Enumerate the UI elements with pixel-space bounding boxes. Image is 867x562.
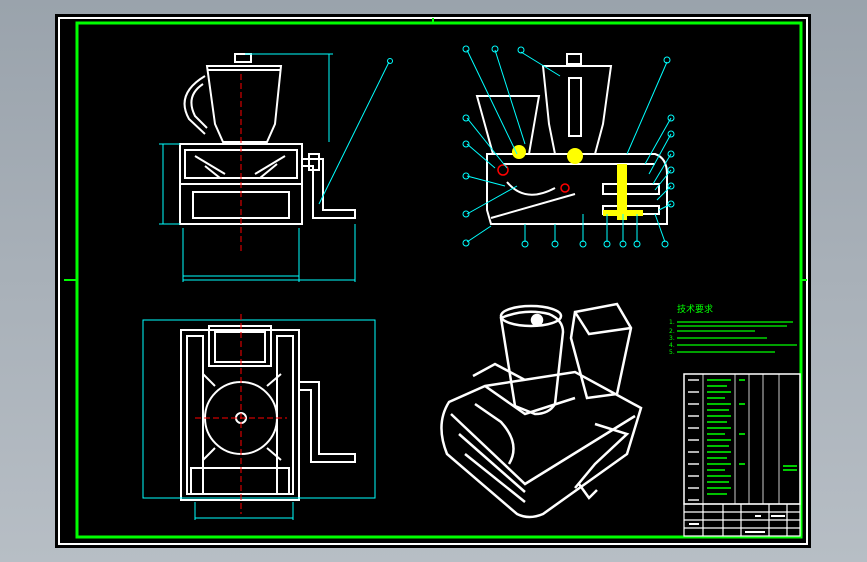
top-view: [180, 325, 356, 501]
section-view-accents: [497, 145, 643, 220]
tech-req-title: 技术要求: [677, 303, 713, 315]
tech-req-line-4: 4.: [669, 342, 675, 349]
outer-border: [58, 17, 808, 545]
isometric-view: [440, 302, 643, 519]
top-view-centerlines: [195, 314, 287, 514]
front-view-dims: [159, 53, 393, 282]
tech-req-line-1: 1.: [669, 319, 675, 326]
cad-canvas[interactable]: 技术要求 1. 2. 3. 4. 5.: [55, 14, 811, 548]
tech-req-line-2: 2.: [669, 328, 675, 335]
tech-req-line-3: 3.: [669, 335, 675, 342]
technical-requirements: 技术要求 1. 2. 3. 4. 5.: [669, 303, 797, 356]
top-view-dims: [142, 319, 376, 520]
parts-list: [683, 373, 801, 505]
section-leaders: [466, 49, 672, 243]
drawing-sheet: 技术要求 1. 2. 3. 4. 5.: [58, 17, 808, 545]
title-block: [683, 503, 801, 537]
section-view: [475, 53, 668, 225]
tech-req-line-5: 5.: [669, 349, 675, 356]
section-balloons: [462, 45, 675, 248]
